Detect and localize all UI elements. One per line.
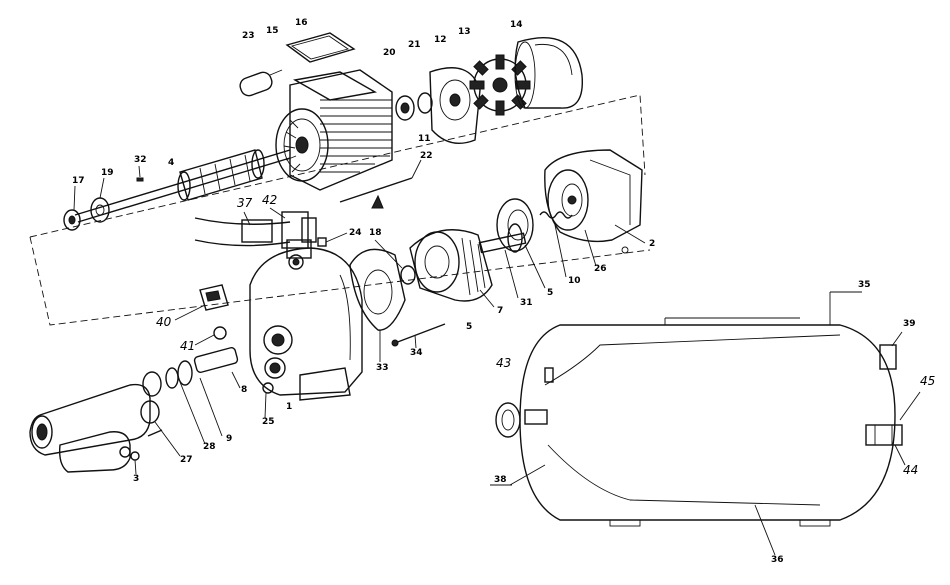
part-label: 44: [903, 463, 918, 477]
motor-body: [275, 69, 393, 191]
part-label: 4: [168, 158, 174, 168]
part-label: 27: [180, 455, 193, 465]
part-label: 28: [203, 442, 216, 452]
part-label: 33: [376, 363, 389, 373]
cooling-fan: [469, 54, 531, 116]
part-label: 2: [649, 239, 655, 249]
ejector: [29, 383, 163, 475]
part-label: 42: [262, 193, 277, 207]
part-label: 22: [420, 151, 433, 161]
part-label: 32: [134, 155, 147, 165]
long-screw: [394, 323, 446, 344]
part-label: 21: [408, 40, 421, 50]
capacitor: [239, 69, 283, 97]
screw: [262, 382, 274, 394]
spring: [539, 211, 573, 278]
end-shield: [429, 67, 481, 144]
impeller-shaft: [478, 223, 527, 299]
pressure-switch: [174, 284, 229, 321]
part-label: 7: [497, 306, 503, 316]
part-label: 5: [466, 322, 472, 332]
part-label: 19: [101, 168, 114, 178]
shaft-key: [136, 177, 144, 182]
diffuser-plate: [349, 239, 416, 362]
part-label: 25: [262, 417, 275, 427]
part-label: 1: [286, 402, 292, 412]
part-label: 20: [383, 48, 396, 58]
part-label: 18: [369, 228, 382, 238]
part-label: 9: [226, 434, 232, 444]
gauge-fitting: [213, 326, 227, 340]
part-label: 31: [520, 298, 533, 308]
impeller-housing: [409, 229, 495, 308]
diffuser-ring: [496, 198, 546, 289]
part-label: 38: [494, 475, 507, 485]
part-label: 13: [458, 27, 471, 37]
part-label: 41: [180, 339, 195, 353]
pump-body: [249, 247, 363, 401]
assembly-boundary: [29, 94, 651, 326]
part-label: 34: [410, 348, 423, 358]
part-label: 24: [349, 228, 362, 238]
part-label: 8: [241, 385, 247, 395]
rotor-shaft: [74, 149, 291, 223]
part-label: 16: [295, 18, 308, 28]
rod-end: [371, 194, 384, 209]
part-label: 17: [72, 176, 85, 186]
part-label: 12: [434, 35, 447, 45]
spring-ring: [417, 92, 433, 114]
part-label: 23: [242, 31, 255, 41]
pressure-tank: [490, 291, 921, 556]
part-label: 11: [418, 134, 431, 144]
bearing: [395, 95, 415, 121]
part-label: 45: [920, 374, 935, 388]
hose-tee: [194, 207, 317, 259]
shaft-seal: [63, 177, 110, 231]
part-label: 3: [133, 474, 139, 484]
part-label: 26: [594, 264, 607, 274]
part-label: 14: [510, 20, 523, 30]
part-label: 5: [547, 288, 553, 298]
part-label: 40: [156, 315, 172, 329]
part-label: 39: [903, 319, 916, 329]
seal-sleeve: [140, 347, 241, 457]
part-label: 43: [496, 356, 511, 370]
part-label: 15: [266, 26, 279, 36]
fan-cover: [514, 37, 584, 109]
part-label: 36: [771, 555, 784, 565]
part-label: 10: [568, 276, 581, 286]
o-ring: [495, 402, 521, 438]
drain-plug: [317, 237, 327, 247]
part-label: 35: [858, 280, 871, 290]
part-label: 37: [237, 196, 253, 210]
pump-head: [544, 149, 646, 267]
tie-rod: [339, 177, 413, 203]
terminal-cover: [285, 32, 356, 63]
